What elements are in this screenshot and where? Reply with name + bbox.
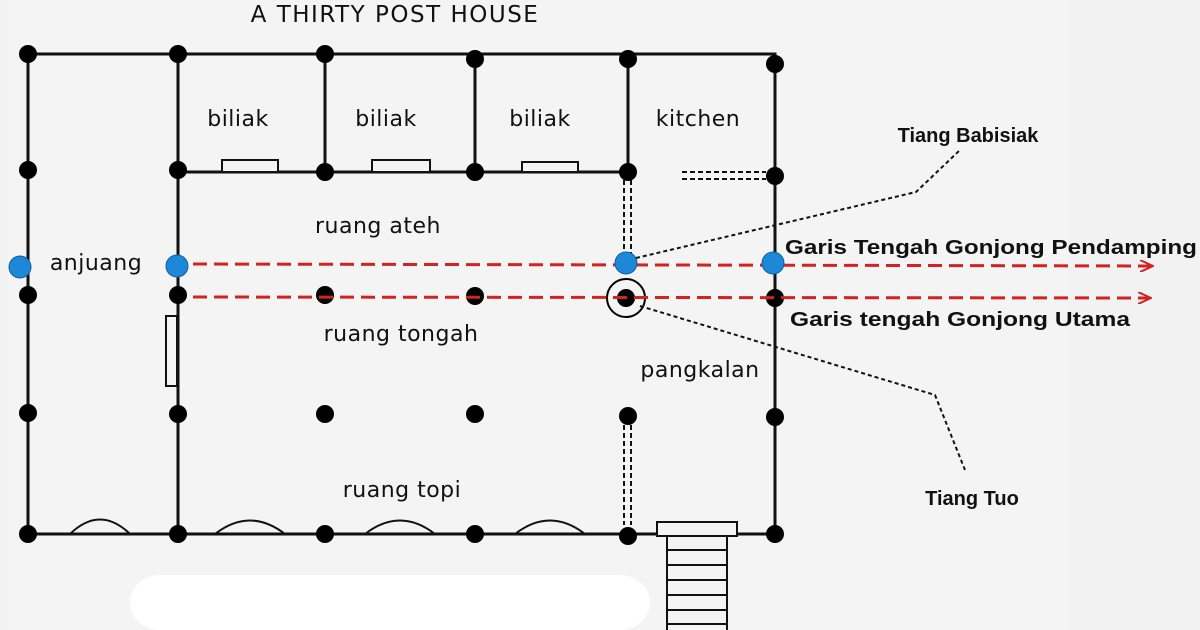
highlight-post-babisiak [614,251,638,275]
room-label-biliak-2: biliak [355,107,417,132]
annotation-line-utama: Garis tengah Gonjong Utama [790,309,1131,331]
highlight-post-outer [761,251,785,275]
arch-3 [364,519,436,535]
stair-landing [656,521,738,537]
highlight-post-inner [165,254,189,278]
room-label-biliak-1: biliak [207,107,269,132]
line-utama-arrow [192,297,1150,298]
paper-blank-area [130,575,650,630]
posts [19,45,784,545]
front-stair [656,521,738,630]
room-label-biliak-3: biliak [509,107,571,132]
post [766,55,784,73]
room-label-ruang-topi: ruang topi [343,478,462,503]
highlight-posts [8,251,785,279]
arch-1 [69,518,131,535]
arch-2 [214,519,286,535]
line-pendamping-arrow [192,264,1152,266]
post [466,163,484,181]
annotation-tiang-tuo: Tiang Tuo [925,488,1019,510]
post [19,525,37,543]
arch-4 [514,519,586,535]
post [19,286,37,304]
biliak-doors [221,159,579,173]
post [19,404,37,422]
post [19,45,37,63]
post [766,167,784,185]
post [316,45,334,63]
post [19,161,37,179]
room-label-kitchen: kitchen [656,107,741,132]
post [619,50,637,68]
post [466,405,484,423]
post [316,163,334,181]
post [169,161,187,179]
biliak-door-2 [371,159,431,173]
center-lines [192,264,1152,298]
leader-tiang-tuo [639,305,966,471]
biliak-door-1 [221,159,279,173]
room-label-ruang-ateh: ruang ateh [315,214,441,239]
leader-lines [635,149,966,471]
biliak-door-3 [521,161,579,173]
post [766,289,784,307]
post [169,525,187,543]
paper-background [8,0,1068,630]
room-label-anjuang: anjuang [50,251,142,276]
post [316,286,334,304]
post [466,525,484,543]
post [316,405,334,423]
highlight-post-anjuang [8,255,32,279]
leader-tiang-babisiak [635,149,961,259]
post [619,163,637,181]
post [466,50,484,68]
plan-title: A THIRTY POST HOUSE [251,2,540,28]
side-door [165,315,178,387]
annotation-line-pendamping: Garis Tengah Gonjong Pendamping [785,237,1197,259]
front-arches [69,518,586,535]
room-label-ruang-tongah: ruang tongah [324,322,479,347]
post [619,527,637,545]
annotation-tiang-babisiak: Tiang Babisiak [898,125,1040,147]
post [169,286,187,304]
post [169,45,187,63]
partitions [623,171,766,525]
post [766,525,784,543]
post [766,408,784,426]
post [316,525,334,543]
room-label-pangkalan: pangkalan [640,358,759,383]
post [619,407,637,425]
post [169,405,187,423]
